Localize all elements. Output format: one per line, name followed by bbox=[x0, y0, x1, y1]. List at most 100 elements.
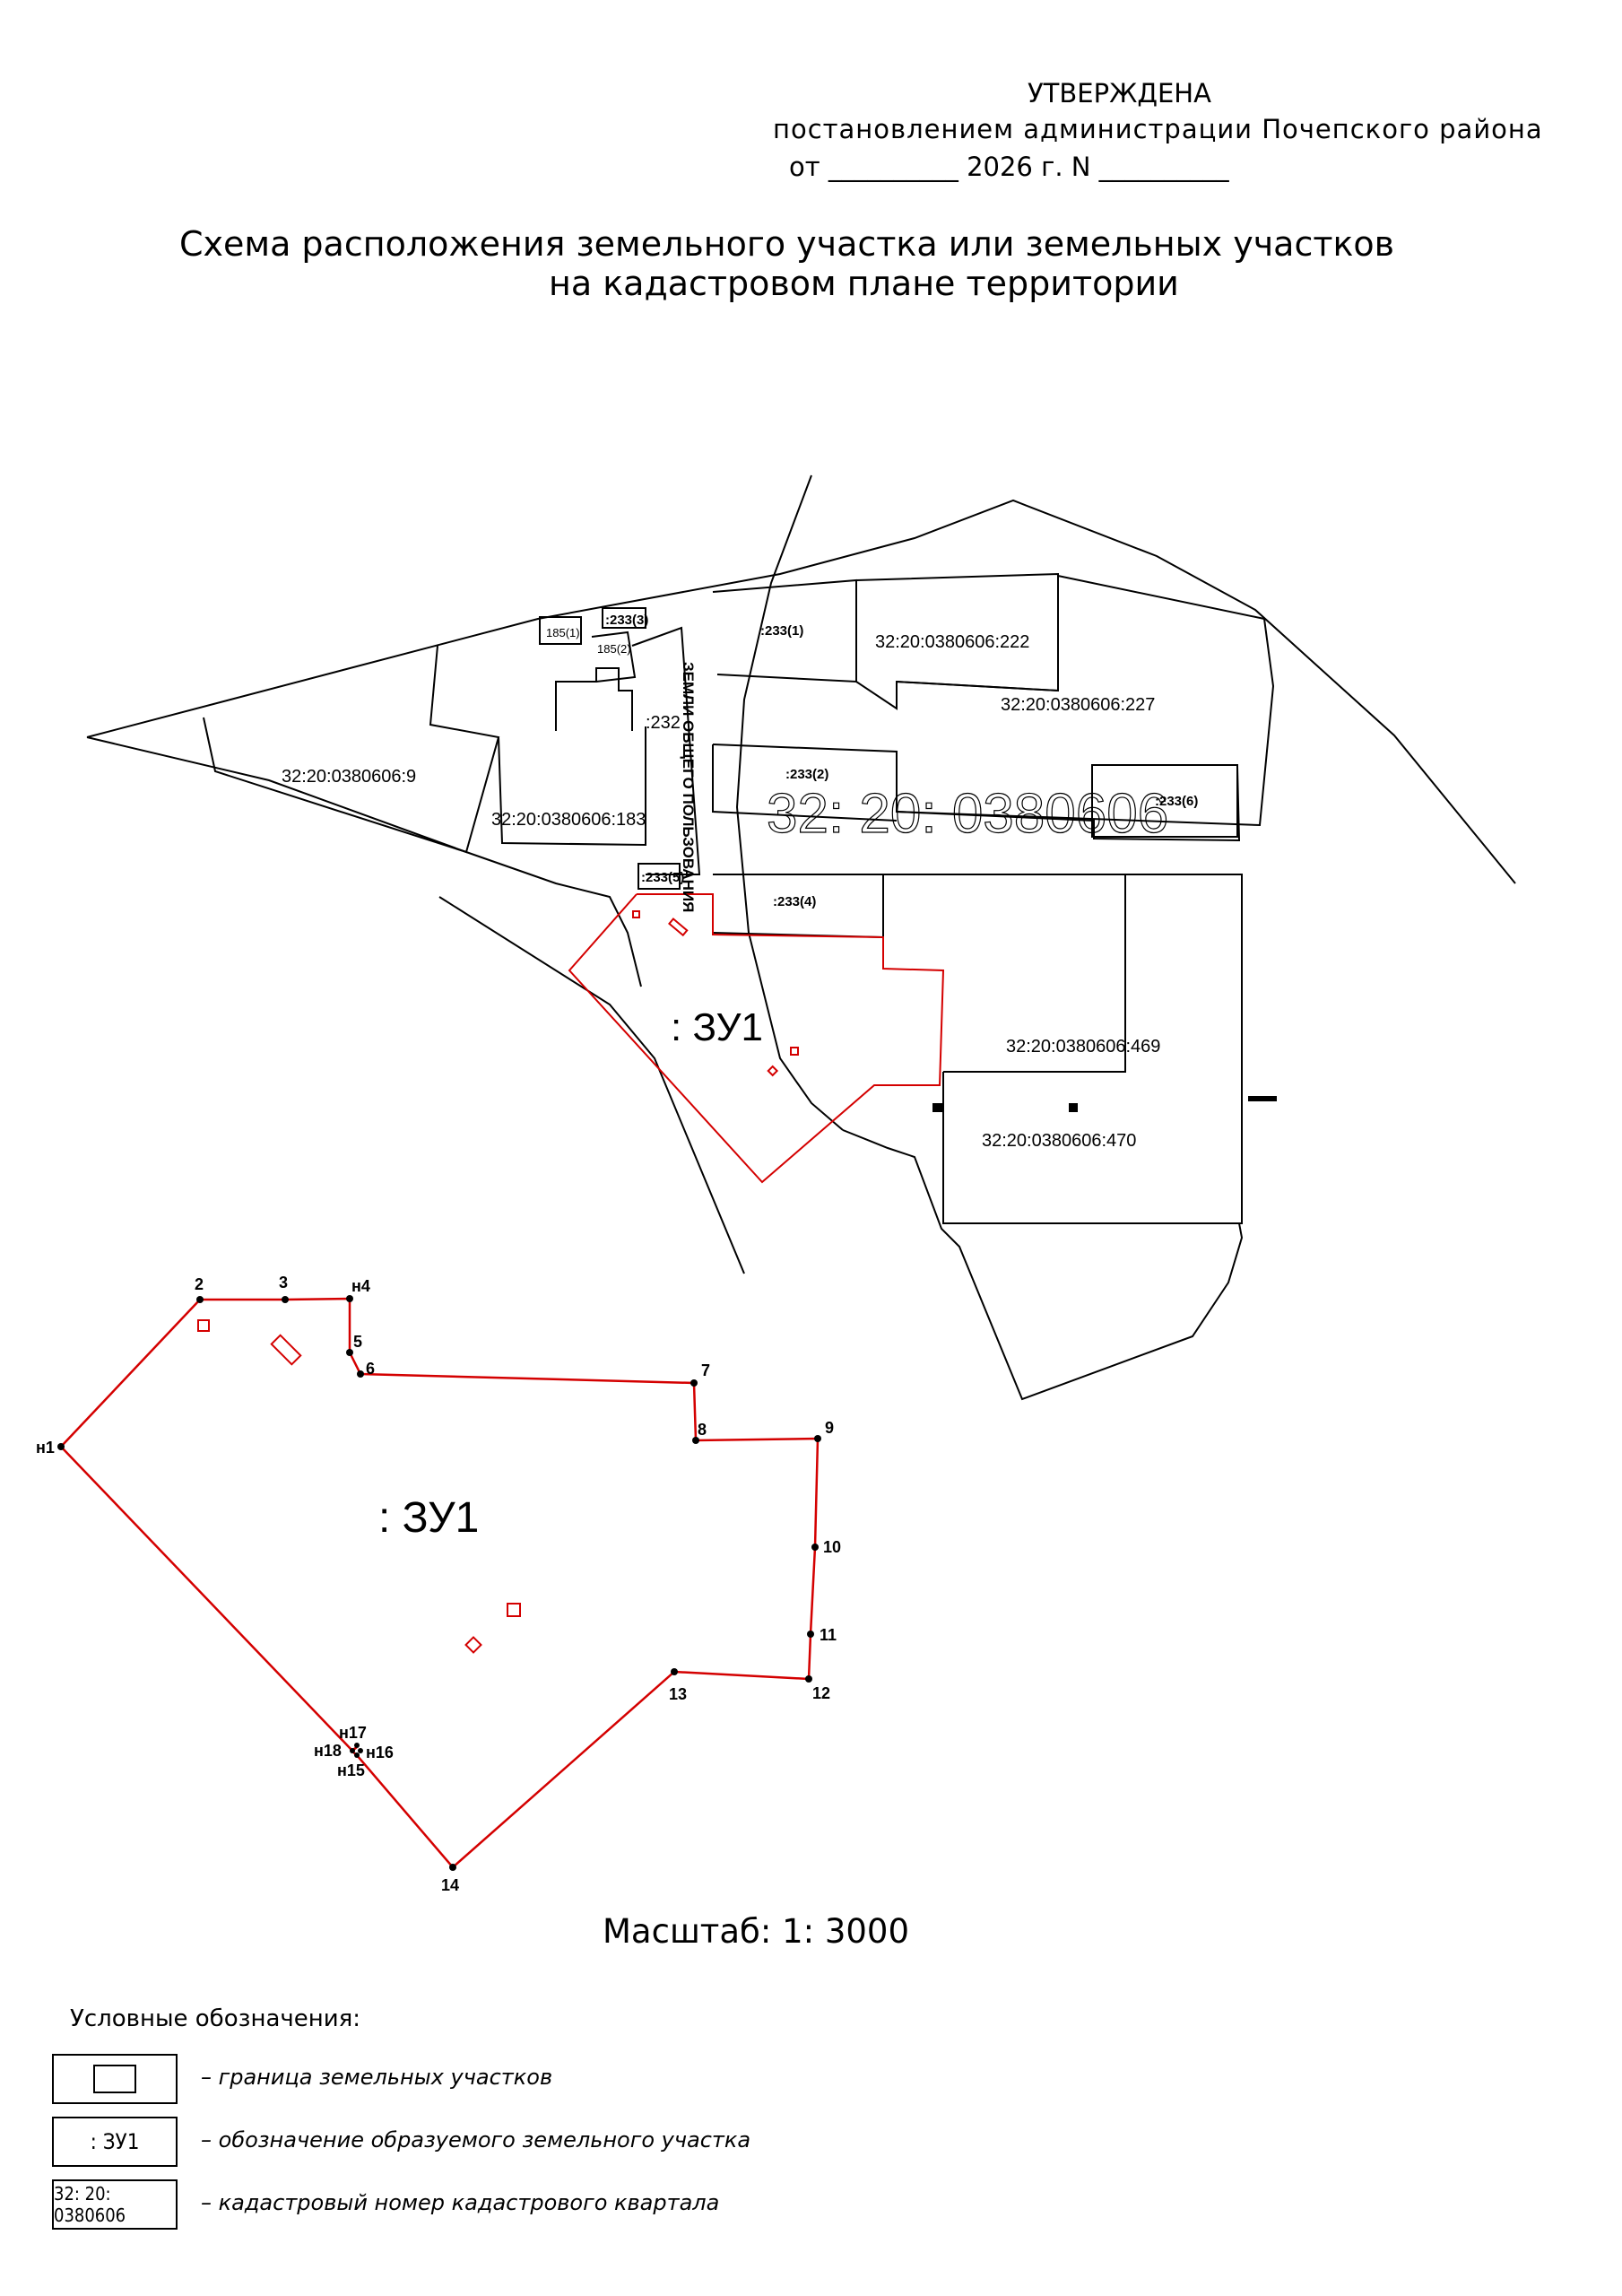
legend-text-quarter: – кадастровый номер кадастрового квартал… bbox=[201, 2190, 720, 2215]
point-label-10: 10 bbox=[823, 1538, 841, 1556]
legend-symbol-boundary bbox=[52, 2054, 178, 2104]
structure-d bbox=[464, 1636, 482, 1654]
parcel-detail-drawing: н1 2 3 н4 5 6 7 8 9 10 11 12 13 14 н15 н… bbox=[36, 1274, 841, 1894]
point-label-5: 5 bbox=[353, 1333, 362, 1351]
parcel-185-1 bbox=[539, 616, 582, 645]
legend-title: Условные обозначения: bbox=[70, 2005, 361, 2032]
new-parcel-label-overview: : ЗУ1 bbox=[671, 1005, 763, 1049]
road-lower-2 bbox=[842, 1129, 1244, 1401]
label-233-4: :233(4) bbox=[773, 894, 816, 909]
legend-item-boundary: – граница земельных участков bbox=[52, 2054, 1128, 2106]
point-label-n16: н16 bbox=[366, 1744, 394, 1761]
river-line bbox=[735, 474, 844, 1131]
map-scale: Масштаб: 1: 3000 bbox=[603, 1912, 909, 1951]
point-label-13: 13 bbox=[669, 1685, 687, 1703]
point-label-12: 12 bbox=[812, 1684, 830, 1702]
quarter-number-overview: 32: 20: 0380606 bbox=[767, 783, 1168, 845]
point-marker bbox=[814, 1435, 821, 1442]
structure-c bbox=[507, 1603, 521, 1617]
point-marker bbox=[692, 1437, 699, 1444]
marker-1 bbox=[932, 1103, 943, 1112]
legend-text-new-parcel: – обозначение образуемого земельного уча… bbox=[201, 2127, 751, 2152]
point-label-14: 14 bbox=[441, 1876, 459, 1894]
point-label-9: 9 bbox=[825, 1419, 834, 1437]
point-label-n4: н4 bbox=[351, 1277, 370, 1295]
point-marker bbox=[354, 1752, 360, 1758]
legend-symbol-quarter: 32: 20: 0380606 bbox=[52, 2179, 178, 2230]
label-233-5: :233(5) bbox=[641, 870, 684, 885]
point-label-n15: н15 bbox=[337, 1761, 365, 1779]
point-marker bbox=[805, 1675, 812, 1683]
title-line-1: Схема расположения земельного участка ил… bbox=[179, 224, 1395, 264]
parcel-233-5 bbox=[638, 863, 681, 890]
legend-item-quarter: 32: 20: 0380606 – кадастровый номер када… bbox=[52, 2179, 1128, 2231]
parcel-470 bbox=[942, 874, 1243, 1224]
point-marker bbox=[690, 1379, 698, 1387]
building-232 bbox=[555, 667, 633, 731]
parcel-227 bbox=[896, 574, 1275, 827]
structure-2 bbox=[668, 918, 689, 937]
parcel-233-3 bbox=[602, 607, 646, 629]
point-marker bbox=[346, 1349, 353, 1356]
point-marker bbox=[807, 1631, 814, 1638]
parcel-469 bbox=[883, 874, 1126, 1073]
parcel-233-2 bbox=[712, 744, 1241, 842]
approval-authority: постановлением администрации Почепского … bbox=[773, 114, 1543, 144]
label-parcel-232: :232 bbox=[646, 713, 681, 733]
legend-symbol-new-parcel: : ЗУ1 bbox=[52, 2117, 178, 2167]
point-marker bbox=[358, 1748, 363, 1753]
label-parcel-227: 32:20:0380606:227 bbox=[1001, 695, 1155, 715]
cadastral-map: 32:20:0380606:9 32:20:0380606:183 32:20:… bbox=[86, 474, 1516, 1401]
point-marker bbox=[282, 1296, 289, 1303]
structure-1 bbox=[632, 910, 640, 918]
marker-2 bbox=[1069, 1103, 1078, 1112]
point-label-3: 3 bbox=[279, 1274, 288, 1292]
parcel-185-2 bbox=[591, 631, 637, 683]
title-line-2: на кадастровом плане территории bbox=[549, 264, 1179, 303]
parcel-9-outline bbox=[203, 645, 500, 854]
label-185-2: 185(2) bbox=[597, 642, 631, 656]
point-marker bbox=[57, 1443, 65, 1450]
point-marker bbox=[196, 1296, 204, 1303]
road-boundary-north bbox=[86, 499, 1516, 884]
common-land-strip bbox=[631, 626, 701, 875]
label-233-1: :233(1) bbox=[760, 623, 803, 639]
parcel-233-1 bbox=[712, 578, 857, 683]
point-marker bbox=[811, 1544, 819, 1551]
point-label-n18: н18 bbox=[314, 1742, 342, 1760]
structure-b bbox=[270, 1334, 302, 1366]
road-lower bbox=[438, 896, 745, 1274]
point-label-n1: н1 bbox=[36, 1439, 55, 1457]
point-marker bbox=[357, 1370, 364, 1378]
label-parcel-470: 32:20:0380606:470 bbox=[982, 1131, 1136, 1151]
point-label-6: 6 bbox=[366, 1360, 375, 1378]
label-parcel-469: 32:20:0380606:469 bbox=[1006, 1037, 1160, 1057]
point-label-7: 7 bbox=[701, 1361, 710, 1379]
label-233-6: :233(6) bbox=[1155, 794, 1198, 809]
structure-a bbox=[197, 1319, 210, 1332]
point-label-8: 8 bbox=[698, 1421, 707, 1439]
point-marker bbox=[354, 1743, 360, 1748]
parcel-183-outline bbox=[498, 726, 646, 847]
point-label-2: 2 bbox=[195, 1275, 204, 1293]
label-parcel-222: 32:20:0380606:222 bbox=[875, 632, 1029, 652]
label-233-2: :233(2) bbox=[785, 767, 828, 782]
new-parcel-outline-overview bbox=[568, 893, 945, 1184]
point-label-11: 11 bbox=[820, 1626, 837, 1644]
point-label-n17: н17 bbox=[339, 1724, 367, 1742]
new-parcel-label-detail: : ЗУ1 bbox=[378, 1494, 479, 1542]
point-marker bbox=[671, 1668, 678, 1675]
point-marker bbox=[346, 1295, 353, 1302]
legend-item-new-parcel: : ЗУ1 – обозначение образуемого земельно… bbox=[52, 2117, 1128, 2169]
point-marker bbox=[350, 1748, 355, 1753]
road-boundary-south bbox=[86, 736, 642, 987]
label-185-1: 185(1) bbox=[546, 626, 580, 639]
boundary-symbol bbox=[93, 2065, 136, 2093]
marker-3 bbox=[1248, 1096, 1277, 1101]
structure-3 bbox=[790, 1047, 799, 1056]
approval-heading: УТВЕРЖДЕНА bbox=[1028, 78, 1211, 109]
label-parcel-183: 32:20:0380606:183 bbox=[491, 810, 646, 830]
approval-date-number: от __________ 2026 г. N __________ bbox=[789, 152, 1229, 182]
legend-text-boundary: – граница земельных участков bbox=[201, 2065, 553, 2090]
parcel-233-2-south bbox=[712, 744, 898, 822]
